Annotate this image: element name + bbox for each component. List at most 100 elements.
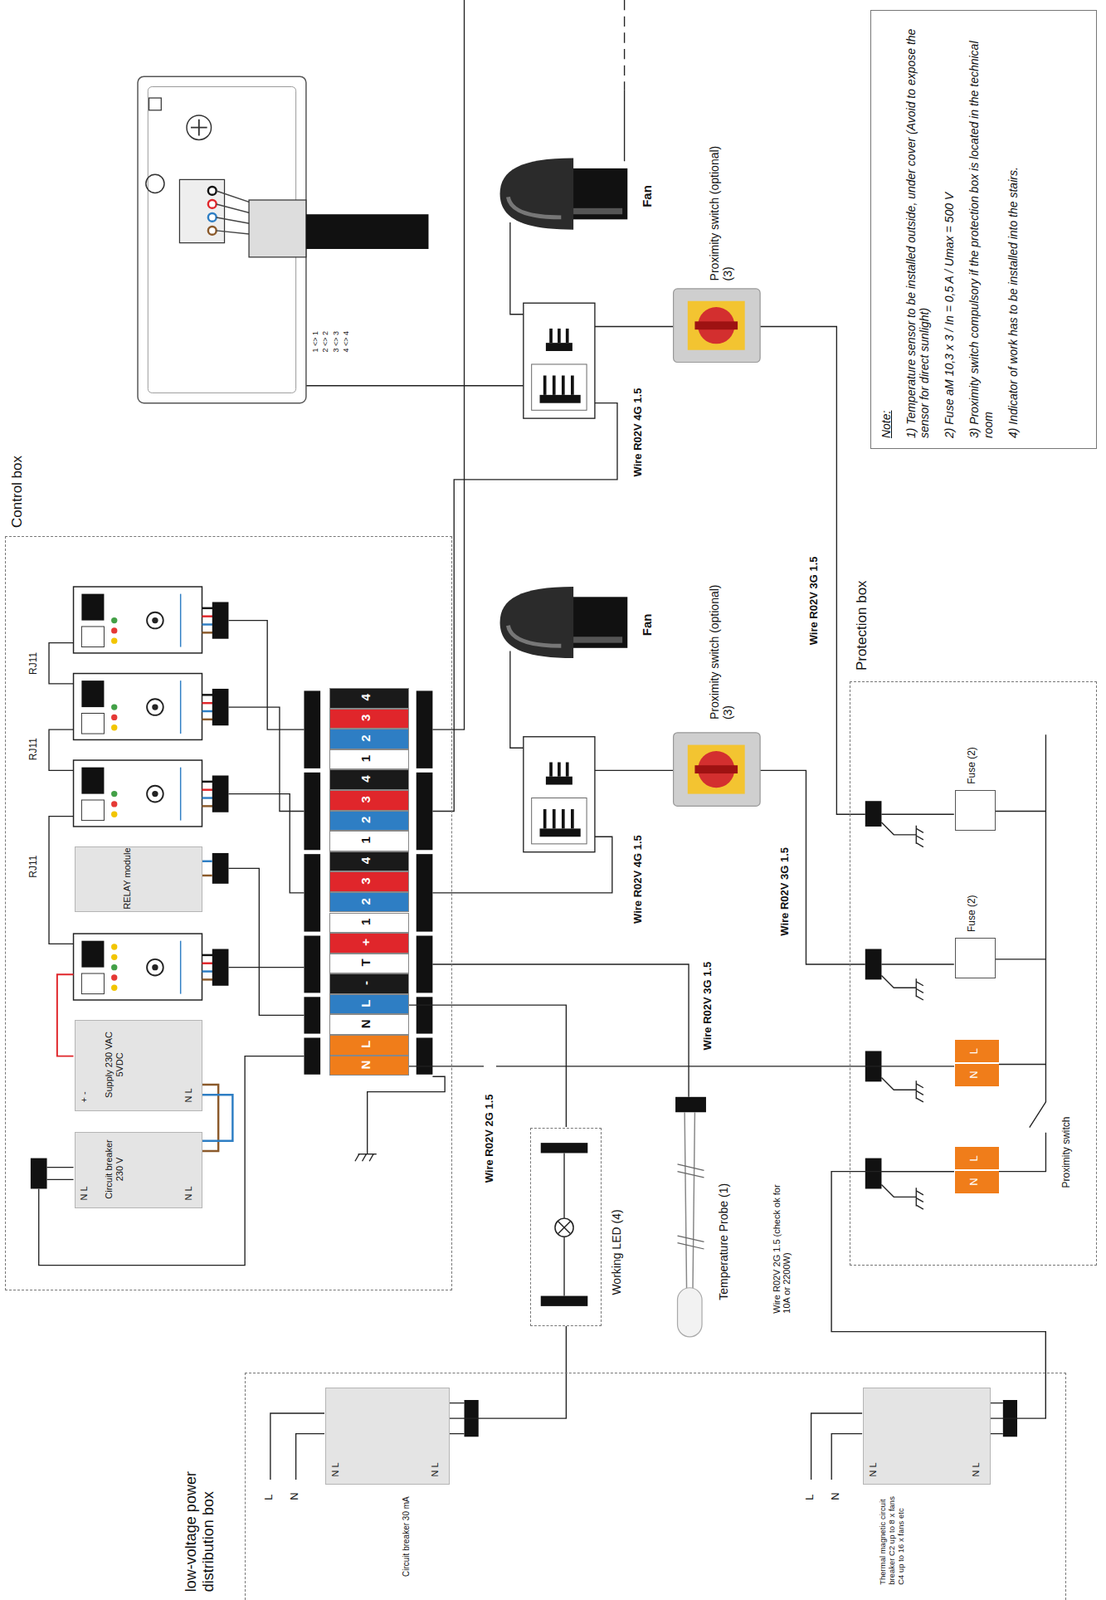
terminal-cell: 1 (329, 830, 410, 852)
distribution-box: low-voltage power distribution boxCircui… (244, 1372, 1067, 1600)
relay-module: RELAY module (74, 846, 204, 913)
box-text: 4 (358, 768, 373, 790)
wire-label: Wire R02V 4G 1.5 (632, 353, 645, 478)
box-text: N (358, 1054, 373, 1076)
box-text: 4 (358, 686, 373, 708)
box-text: N L (330, 1435, 342, 1477)
terminal-cell: 4 (329, 687, 410, 709)
box-heading: Working LED (4) (609, 1141, 624, 1295)
circuit-breaker: N L Circuit breaker 230 V N L (74, 1131, 204, 1209)
terminal-cell: L (329, 1034, 410, 1056)
terminal-block: NL (954, 1039, 999, 1086)
fuse: Fuse (2) (954, 789, 996, 831)
box-text: - (358, 972, 373, 994)
box-text: 4 (358, 850, 373, 872)
terminal-cell: L (329, 993, 410, 1015)
box-text: N L (867, 1435, 879, 1477)
signal-name: L (263, 1485, 276, 1501)
note-item: 3) Proximity switch compulsory if the pr… (967, 20, 996, 439)
control-box: Control boxRELAY module+ -Supply 230 VAC… (4, 535, 453, 1292)
box-heading: Circuit breaker 30 mA (401, 1488, 412, 1577)
protection-box: Protection boxFuse (2)Fuse (2)NLNL (849, 681, 1097, 1265)
signal-name: L (803, 1485, 817, 1501)
part-name: Fan (639, 574, 654, 638)
box-text: + - (78, 1061, 90, 1102)
box-text: L (968, 1146, 981, 1170)
terminal-cell: + (329, 932, 410, 954)
wire-connector (831, 1171, 1046, 1419)
terminal-cell: 4 (329, 769, 410, 790)
wire-label: Wire R02V 3G 1.5 (701, 926, 715, 1052)
terminal-cell: N (329, 1013, 410, 1035)
circuit-breaker: Circuit breaker 30 mAN LN L (325, 1387, 450, 1485)
box-text: N (968, 1062, 981, 1086)
pin-mapping: 4 <> 4 (341, 310, 351, 353)
terminal-cell: - (329, 973, 410, 994)
note-item: 4) Indicator of work has to be installed… (1006, 20, 1021, 439)
terminal-cell: 3 (329, 789, 410, 811)
box-text: + (358, 931, 373, 953)
note-heading: Note: (879, 20, 894, 439)
box-text: T (358, 952, 373, 974)
circuit-breaker: Thermal magnetic circuit breaker C2 up t… (862, 1387, 991, 1485)
signal-name: N (829, 1485, 843, 1501)
box-text: N L (78, 1159, 90, 1200)
box-heading: Protection box (853, 558, 871, 671)
power-supply: + - Supply 230 VAC 5VDC N L (74, 1019, 204, 1112)
terminal-cell: 3 (329, 871, 410, 892)
terminal-block: NL (954, 1146, 999, 1193)
pin-mapping: 1 <> 1 (311, 310, 320, 353)
note-box: Note: 1) Temperature sensor to be install… (870, 9, 1097, 449)
box-text: 3 (358, 707, 373, 729)
box-text: L (968, 1039, 981, 1063)
box-text: L (358, 993, 373, 1014)
box-text: N L (183, 1159, 195, 1200)
terminal-cell: 2 (329, 728, 410, 750)
box-text: RELAY module (121, 847, 133, 910)
box-text: 2 (358, 891, 373, 912)
terminal-cell: 1 (329, 749, 410, 770)
working-led-box: Working LED (4) (530, 1127, 602, 1327)
box-text: N L (183, 1061, 195, 1102)
wire-label: Wire R02V 4G 1.5 (632, 799, 645, 925)
terminal-cell: N (329, 1055, 410, 1077)
box-text: N (968, 1170, 981, 1194)
part-name: Proximity switch (optional) (3) (707, 136, 735, 282)
box-text: 1 (358, 829, 373, 851)
box-heading: Fuse (2) (966, 732, 979, 784)
fuse: Fuse (2) (954, 937, 996, 979)
box-text: L (358, 1033, 373, 1055)
terminal-cell: 2 (329, 891, 410, 913)
box-text: N (358, 1013, 373, 1034)
box-heading: low-voltage power distribution box (182, 1398, 217, 1593)
signal-name: N (288, 1485, 302, 1501)
note-item: 1) Temperature sensor to be installed ou… (904, 20, 933, 439)
box-text: Supply 230 VAC 5VDC (103, 1021, 125, 1107)
wire-label: Wire R02V 3G 1.5 (808, 521, 821, 647)
box-text: 1 (358, 748, 373, 770)
wire-label: Wire R02V 2G 1.5 (check ok for 10A or 22… (771, 1179, 793, 1315)
box-text: 2 (358, 809, 373, 831)
terminal-cell: T (329, 953, 410, 975)
connector-label: RJ11 (28, 718, 40, 761)
connector-label: RJ11 (28, 633, 40, 676)
terminal-cell: 3 (329, 708, 410, 730)
box-text: 1 (358, 911, 373, 933)
terminal-cell: 1 (329, 912, 410, 934)
box-text: N L (429, 1435, 441, 1477)
box-text: 3 (358, 870, 373, 892)
wire-label: Wire R02V 2G 1.5 (483, 1059, 497, 1184)
connector-label: RJ11 (28, 836, 40, 879)
part-name: Proximity switch (optional) (3) (707, 575, 735, 721)
box-text: 3 (358, 789, 373, 810)
terminal-cell: 4 (329, 851, 410, 873)
wire-label: Wire R02V 3G 1.5 (779, 812, 792, 937)
box-text: Circuit breaker 230 V (103, 1132, 125, 1205)
box-heading: Control box (9, 430, 26, 528)
part-name: Temperature Probe (1) (716, 1125, 731, 1301)
pin-mapping: 2 <> 2 (321, 310, 330, 353)
terminal-cell: 2 (329, 810, 410, 832)
box-text: 2 (358, 727, 373, 749)
box-heading: Thermal magnetic circuit breaker C2 up t… (878, 1488, 907, 1585)
